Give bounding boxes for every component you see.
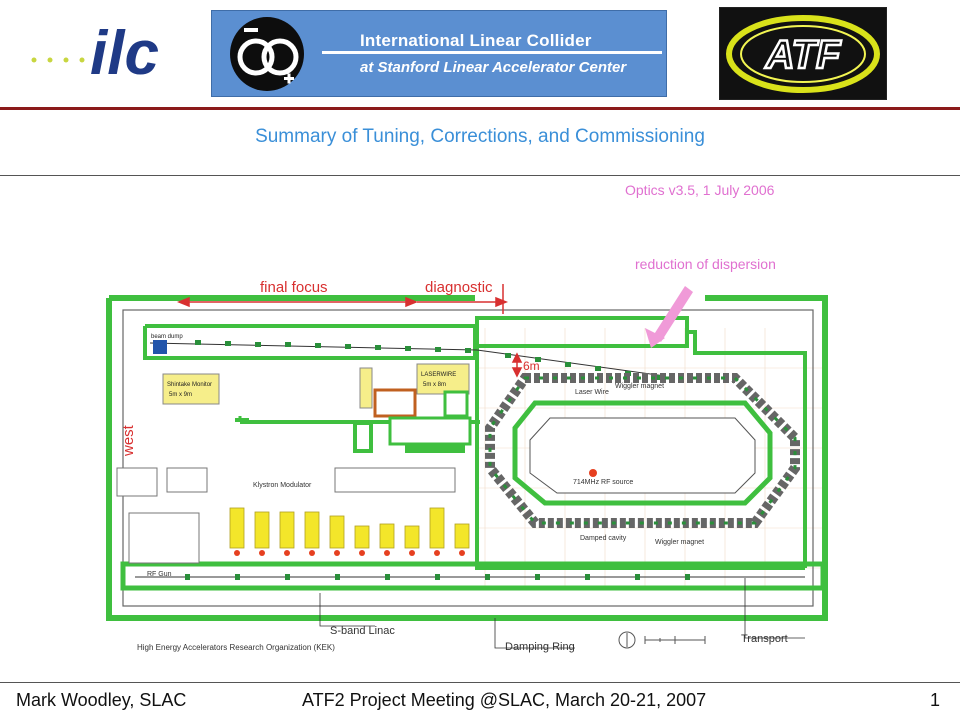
klystron-markers	[234, 550, 465, 556]
shintake-monitor-box	[162, 373, 220, 405]
label-transport: Transport	[741, 633, 788, 645]
optics-version-label: Optics v3.5, 1 July 2006	[625, 182, 775, 198]
label-damped-cavity: Damped cavity	[580, 535, 627, 542]
label-damping-ring: Damping Ring	[505, 641, 575, 653]
laserwire-box	[416, 363, 470, 395]
label-laserwire: LASERWIRE	[421, 372, 456, 378]
banner-divider	[322, 51, 662, 54]
label-sband-linac: S-band Linac	[330, 625, 395, 637]
label-wiggler-top: Wiggler magnet	[615, 383, 664, 390]
footer-page-number: 1	[930, 690, 941, 710]
dispersion-arrow-head	[645, 328, 665, 348]
atf-logo: ATF	[719, 7, 887, 100]
bottom-callout-lines	[319, 578, 805, 649]
damping-ring	[485, 373, 800, 528]
label-klystron: Klystron Modulator	[253, 482, 312, 489]
label-rf-source: 714MHz RF source	[573, 479, 633, 486]
equipment-blocks	[116, 367, 472, 564]
footer-author: Mark Woodley, SLAC	[16, 690, 187, 710]
electron-positron-icon	[230, 17, 304, 91]
ilc-logo: ilc	[31, 19, 159, 88]
banner-line-2: at Stanford Linear Accelerator Center	[360, 59, 627, 76]
label-final-focus: final focus	[260, 279, 328, 296]
compass-icon	[618, 631, 636, 649]
label-diagnostic: diagnostic	[425, 279, 493, 296]
dispersion-arrow	[653, 286, 693, 342]
ilc-logo-text: ilc	[90, 19, 159, 88]
klystron-modulators	[229, 507, 470, 549]
banner-line-1: International Linear Collider	[360, 31, 592, 50]
footer-rule	[0, 682, 960, 683]
slide-title: Summary of Tuning, Corrections, and Comm…	[255, 126, 705, 147]
label-6m: 6m	[523, 359, 540, 373]
label-shintake-size: 5m x 9m	[169, 392, 192, 398]
title-rule	[0, 175, 960, 176]
dispersion-label: reduction of dispersion	[635, 256, 776, 272]
annotation-arrows	[176, 284, 523, 378]
label-rf-gun: RF Gun	[147, 571, 172, 578]
scale-bar	[644, 636, 706, 644]
building-walls	[106, 295, 828, 621]
label-laser-wire: Laser Wire	[575, 389, 609, 396]
linac-elements	[185, 574, 690, 580]
atf-layout-diagram: final focus diagnostic 6m west Optics v3…	[105, 178, 855, 660]
footer-meeting: ATF2 Project Meeting @SLAC, March 20-21,…	[302, 690, 707, 710]
final-focus-beamline	[149, 340, 666, 380]
atf-logo-text: ATF	[765, 33, 842, 77]
label-beam-dump: beam dump	[151, 334, 183, 340]
slide-header: ilc International Linear Collider at Sta…	[0, 0, 960, 108]
label-shintake: Shintake Monitor	[167, 382, 212, 388]
label-laserwire-size: 5m x 8m	[423, 382, 446, 388]
label-west: west	[120, 424, 137, 457]
header-rule	[0, 107, 960, 110]
ilc-banner: International Linear Collider at Stanfor…	[211, 10, 667, 97]
label-wiggler-bottom: Wiggler magnet	[655, 539, 704, 546]
label-kek: High Energy Accelerators Research Organi…	[137, 643, 335, 652]
